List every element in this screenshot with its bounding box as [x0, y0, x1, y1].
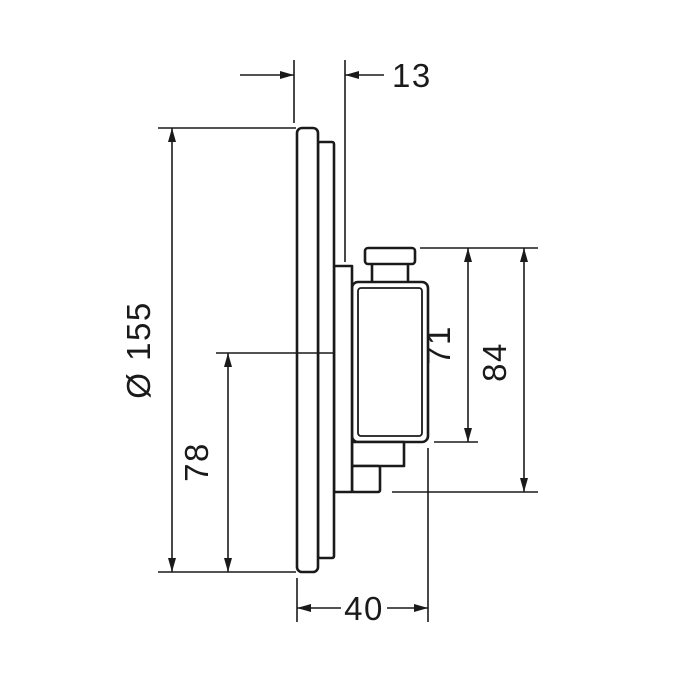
arrowhead: [280, 71, 294, 79]
dimension-center-to-bottom: 78: [178, 352, 333, 572]
arrowhead: [520, 248, 528, 262]
dim-label-handle-height: 71: [420, 325, 457, 365]
arrowhead: [168, 128, 176, 142]
valve-assembly: [295, 126, 430, 574]
arrowhead: [464, 248, 472, 262]
dim-label-depth-top: 13: [392, 57, 432, 94]
dimension-handle-height: 71: [420, 247, 538, 443]
dimension-total-height: 84: [392, 248, 538, 493]
arrowhead: [168, 558, 176, 572]
mounting-flange: [332, 264, 354, 494]
dim-label-total-height: 84: [476, 342, 513, 382]
valve-body-inner: [357, 287, 423, 437]
dimension-depth-top: 13: [240, 57, 432, 262]
arrowhead: [224, 353, 232, 367]
arrowhead: [297, 604, 311, 612]
concealed-sleeve: [316, 140, 336, 560]
dimension-protrusion: 40: [296, 448, 429, 627]
arrowhead: [520, 478, 528, 492]
arrowhead: [464, 428, 472, 442]
escutcheon-plate: [295, 126, 320, 574]
bottom-lug: [350, 464, 382, 494]
dim-label-center-to-bottom: 78: [178, 442, 215, 482]
handle-cap: [363, 246, 417, 266]
dim-label-protrusion: 40: [344, 590, 384, 627]
dimension-diameter: Ø 155: [120, 127, 296, 573]
dim-label-diameter: Ø 155: [120, 301, 157, 398]
arrowhead: [345, 71, 359, 79]
arrowhead: [224, 558, 232, 572]
bottom-step: [350, 440, 406, 468]
arrowhead: [414, 604, 428, 612]
